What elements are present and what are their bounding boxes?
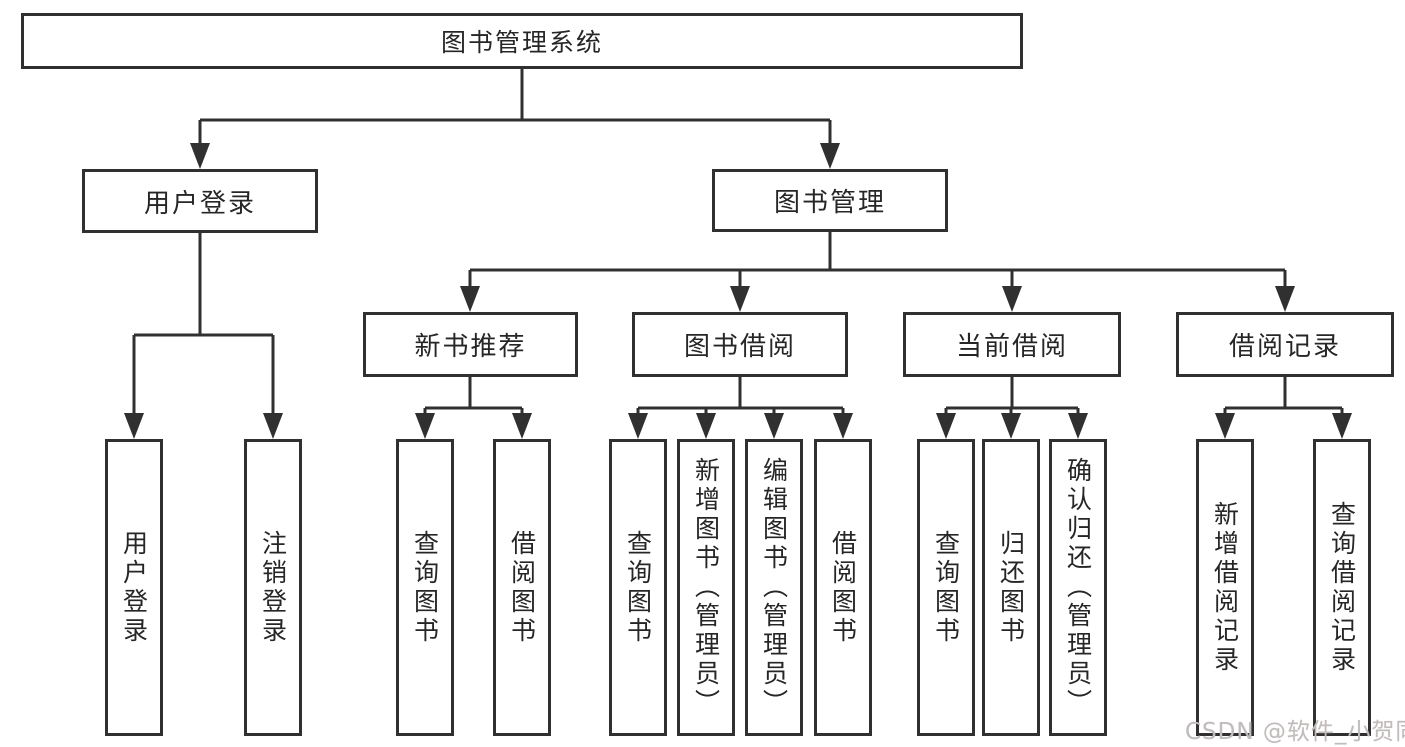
arrowhead [512,413,532,439]
node-book-management: 图书管理 [712,169,948,232]
arrowhead [1215,413,1235,439]
leaf-add-book-admin: 新增图书（管理员） [677,439,735,736]
leaf-borrow-book-recommend: 借阅图书 [493,439,551,736]
arrowhead [124,413,144,439]
node-current-borrowing: 当前借阅 [903,312,1121,377]
node-new-book-recommend: 新书推荐 [363,312,578,377]
arrowhead [820,143,840,169]
connector-book-borrow-children [628,377,853,439]
arrowhead [628,413,648,439]
arrowhead [1001,413,1021,439]
arrowhead [263,413,283,439]
connector-current-borrow-children [936,377,1088,439]
connector-root-to-level2 [190,69,840,169]
arrowhead [460,286,480,312]
leaf-query-book-borrow: 查询图书 [609,439,667,736]
connector-new-book-children [415,377,532,439]
leaf-borrow-book: 借阅图书 [814,439,872,736]
leaf-logout: 注销登录 [244,439,302,736]
csdn-watermark: CSDN @软件_小贺同学 [1185,719,1405,745]
leaf-query-book-recommend: 查询图书 [396,439,454,736]
node-borrowing-records: 借阅记录 [1176,312,1394,377]
arrowhead [1002,286,1022,312]
arrowhead [1068,413,1088,439]
arrowhead [415,413,435,439]
arrowhead [764,413,784,439]
node-root-system: 图书管理系统 [21,13,1023,69]
arrowhead [833,413,853,439]
node-user-login: 用户登录 [82,169,318,233]
arrowhead [1332,413,1352,439]
arrowhead [696,413,716,439]
leaf-query-borrow-record: 查询借阅记录 [1313,439,1371,736]
arrowhead [1275,286,1295,312]
connector-borrow-records-children [1215,377,1352,439]
leaf-query-book-current: 查询图书 [917,439,975,736]
leaf-user-login: 用户登录 [105,439,163,736]
leaf-add-borrow-record: 新增借阅记录 [1196,439,1254,736]
node-book-borrowing: 图书借阅 [632,312,848,377]
leaf-confirm-return-admin: 确认归还（管理员） [1049,439,1107,736]
connector-user-login-children [124,233,283,439]
arrowhead [936,413,956,439]
arrowhead [730,286,750,312]
leaf-edit-book-admin: 编辑图书（管理员） [745,439,803,736]
arrowhead [190,143,210,169]
connector-book-mgmt-children [460,232,1295,312]
leaf-return-book: 归还图书 [982,439,1040,736]
